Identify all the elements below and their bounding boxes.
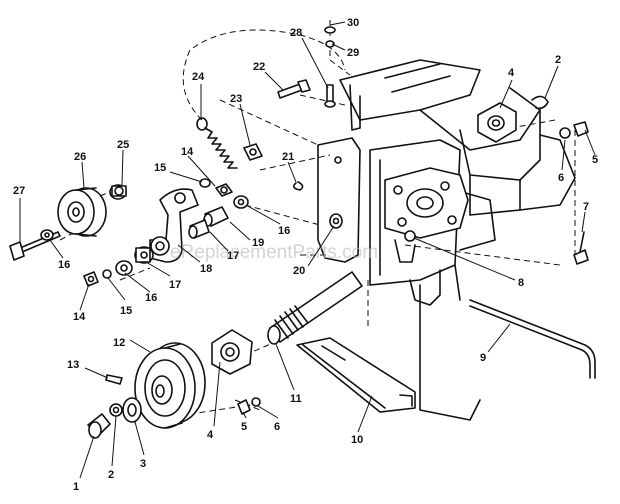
callout-22: 22 (253, 61, 265, 73)
callout-15-lower: 15 (120, 305, 132, 317)
callout-8: 8 (518, 277, 524, 289)
callout-15-upper: 15 (154, 162, 166, 174)
callout-20: 20 (293, 265, 305, 277)
callout-16-left: 16 (58, 259, 70, 271)
bolt-28-set (324, 26, 336, 108)
flange-bearing-lower (211, 329, 261, 415)
callout-27: 27 (13, 185, 25, 197)
callout-5-upper: 5 (592, 154, 598, 166)
callout-21: 21 (282, 151, 294, 163)
callout-12: 12 (113, 337, 125, 349)
callout-30: 30 (347, 17, 359, 29)
callout-16-lower: 16 (145, 292, 157, 304)
idler-pulley-assembly (9, 184, 127, 261)
callout-2-upper: 2 (555, 54, 561, 66)
callout-14-upper: 14 (181, 146, 194, 158)
callout-leaders (19, 21, 596, 479)
callout-28: 28 (290, 27, 302, 39)
control-rod (469, 299, 596, 379)
callout-18: 18 (200, 263, 212, 275)
tension-spring (196, 79, 311, 191)
callout-10: 10 (351, 434, 363, 446)
callout-2-lower: 2 (108, 469, 114, 481)
belt-shield (296, 337, 416, 413)
callout-7: 7 (583, 201, 589, 213)
callout-6-lower: 6 (274, 421, 280, 433)
mounting-bracket (317, 137, 361, 263)
callout-26: 26 (74, 151, 86, 163)
idler-arm (83, 178, 249, 287)
drive-pulley (87, 342, 206, 439)
callout-11: 11 (290, 393, 302, 405)
callout-24: 24 (192, 71, 205, 83)
flange-bearing-upper (404, 95, 589, 265)
callout-29: 29 (347, 47, 359, 59)
callout-9: 9 (480, 352, 486, 364)
callout-labels: 30 29 28 22 24 23 4 2 25 26 14 15 21 5 6… (13, 17, 598, 493)
watermark: eReplacementParts.com (170, 242, 378, 263)
callout-23: 23 (230, 93, 242, 105)
callout-17-lower: 17 (169, 279, 181, 291)
callout-4-upper: 4 (508, 67, 515, 79)
callout-3: 3 (140, 458, 146, 470)
drive-shaft (267, 271, 363, 345)
chassis-frame (339, 59, 576, 421)
callout-5-lower: 5 (241, 421, 247, 433)
callout-14-lower: 14 (73, 311, 86, 323)
callout-1: 1 (73, 481, 79, 493)
callout-6-upper: 6 (558, 172, 564, 184)
callout-19: 19 (252, 237, 264, 249)
callout-16-right: 16 (278, 225, 290, 237)
callout-13: 13 (67, 359, 79, 371)
callout-17-upper: 17 (227, 250, 239, 262)
callout-25: 25 (117, 139, 129, 151)
callout-4-lower: 4 (207, 429, 214, 441)
